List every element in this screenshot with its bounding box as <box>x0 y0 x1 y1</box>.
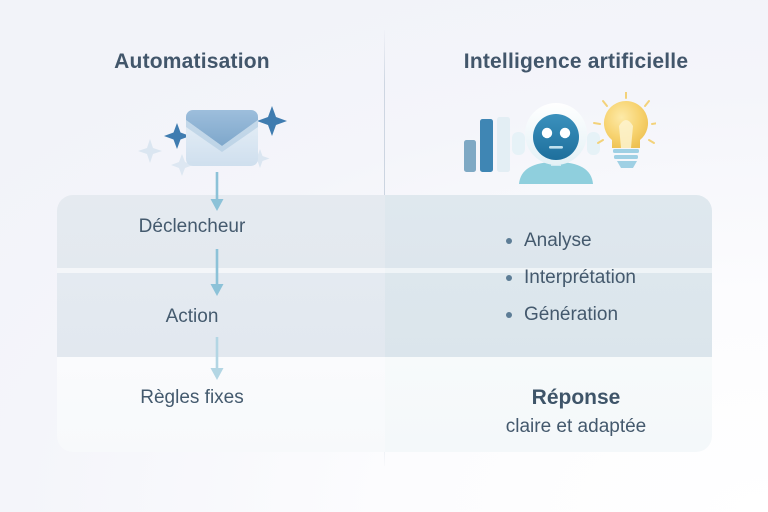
right-column-title: Intelligence artificielle <box>463 50 689 73</box>
comparison-panel <box>57 195 712 452</box>
flow-step-action: Action <box>165 306 219 327</box>
arrow-down-to-trigger <box>207 172 227 212</box>
ai-outcome-headline: Réponse <box>531 386 621 409</box>
bullet-dot-icon <box>506 238 512 244</box>
robot-icon <box>512 103 600 184</box>
panel-band-2 <box>57 273 712 357</box>
flow-step-rules: Règles fixes <box>140 387 244 408</box>
bullet-dot-icon <box>506 275 512 281</box>
arrow-down-to-rules <box>207 337 227 381</box>
ai-outcome: Réponse claire et adaptée <box>384 384 768 442</box>
lightbulb-icon <box>593 92 656 168</box>
list-item-label: Interprétation <box>524 267 636 288</box>
list-item-label: Génération <box>524 304 619 325</box>
list-item: Génération <box>384 296 768 333</box>
panel-band-1 <box>57 195 712 268</box>
bullet-dot-icon <box>506 312 512 318</box>
list-item: Analyse <box>384 222 768 259</box>
list-item-label: Analyse <box>524 230 592 251</box>
bar-chart-icon <box>464 117 510 172</box>
list-item: Interprétation <box>384 259 768 296</box>
flow-step-trigger: Déclencheur <box>138 216 246 237</box>
panel-band-gap <box>57 268 712 273</box>
robot-chart-lightbulb-icon <box>456 92 656 192</box>
ai-outcome-subline: claire et adaptée <box>505 416 647 437</box>
envelope-shape <box>186 110 258 166</box>
left-column-title: Automatisation <box>114 50 270 73</box>
ai-capability-list: Analyse Interprétation Génération <box>384 222 768 333</box>
arrow-down-to-action <box>207 249 227 297</box>
sparkle-group <box>138 106 287 176</box>
envelope-sparkles-icon <box>120 96 300 182</box>
